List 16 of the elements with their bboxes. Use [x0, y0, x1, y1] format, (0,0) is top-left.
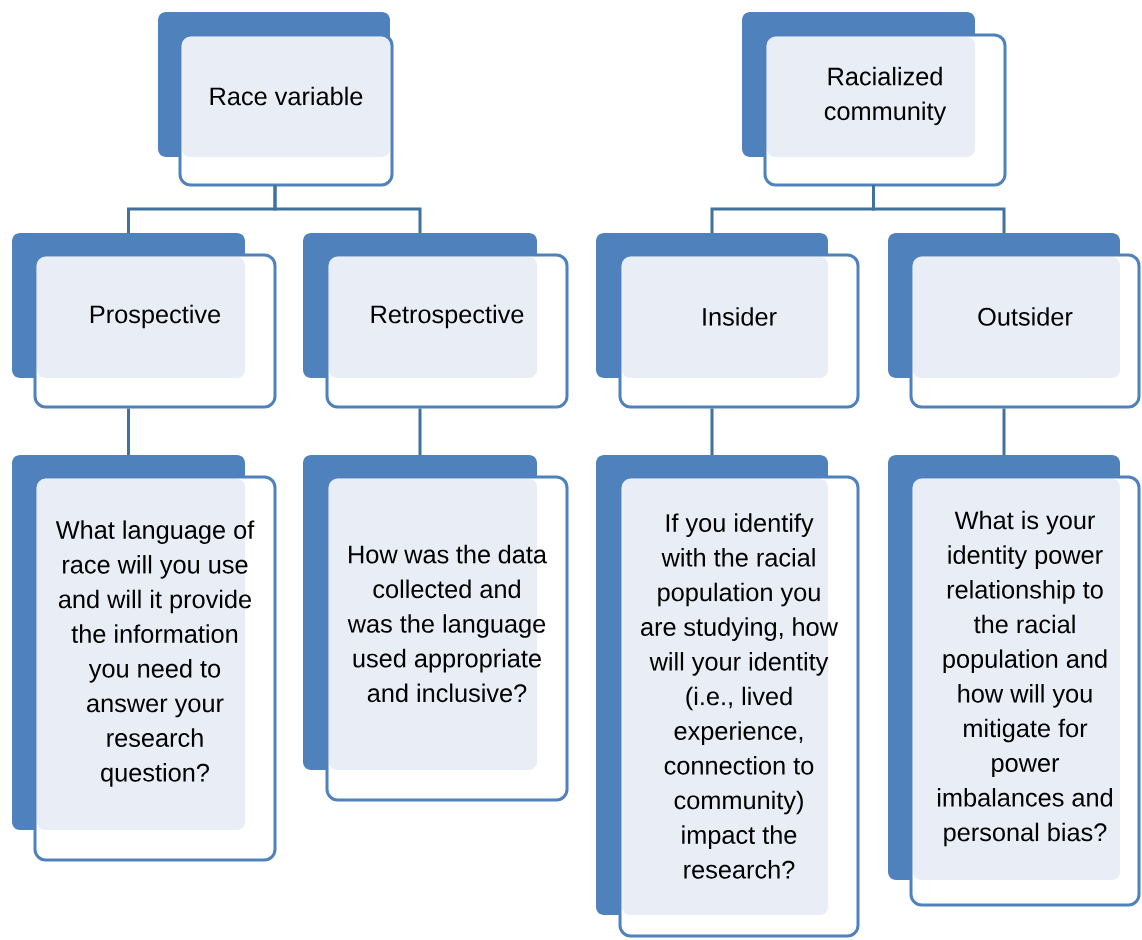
hierarchy-box: What is your identity power relationship to the racial population and how will you mitigate for power imbalances and personal bias? [888, 455, 1141, 907]
hierarchy-box: Race variable [158, 12, 394, 187]
hierarchy-box: Racialized community [742, 12, 1007, 187]
connector-line [127, 408, 130, 455]
hierarchy-box: How was the data collected and was the language used appropriate and inclusive? [303, 455, 569, 802]
hierarchy-box: Retrospective [303, 233, 569, 409]
hierarchy-box: What language of race will you use and will it provide the information you need to answer your research question? [12, 455, 277, 862]
hierarchy-box: Prospective [12, 233, 277, 409]
hierarchy-box: If you identify with the racial population you are studying, how will your identity (i.e., lived experience, connection to community) impact the research? [596, 455, 860, 938]
hierarchy-box: Outsider [888, 233, 1141, 409]
connector-line [872, 185, 1006, 233]
connector-line [1002, 408, 1006, 455]
connector-line [710, 408, 714, 455]
hierarchy-box: Insider [596, 233, 860, 409]
connector-line [273, 185, 422, 233]
connector-line [418, 408, 422, 455]
